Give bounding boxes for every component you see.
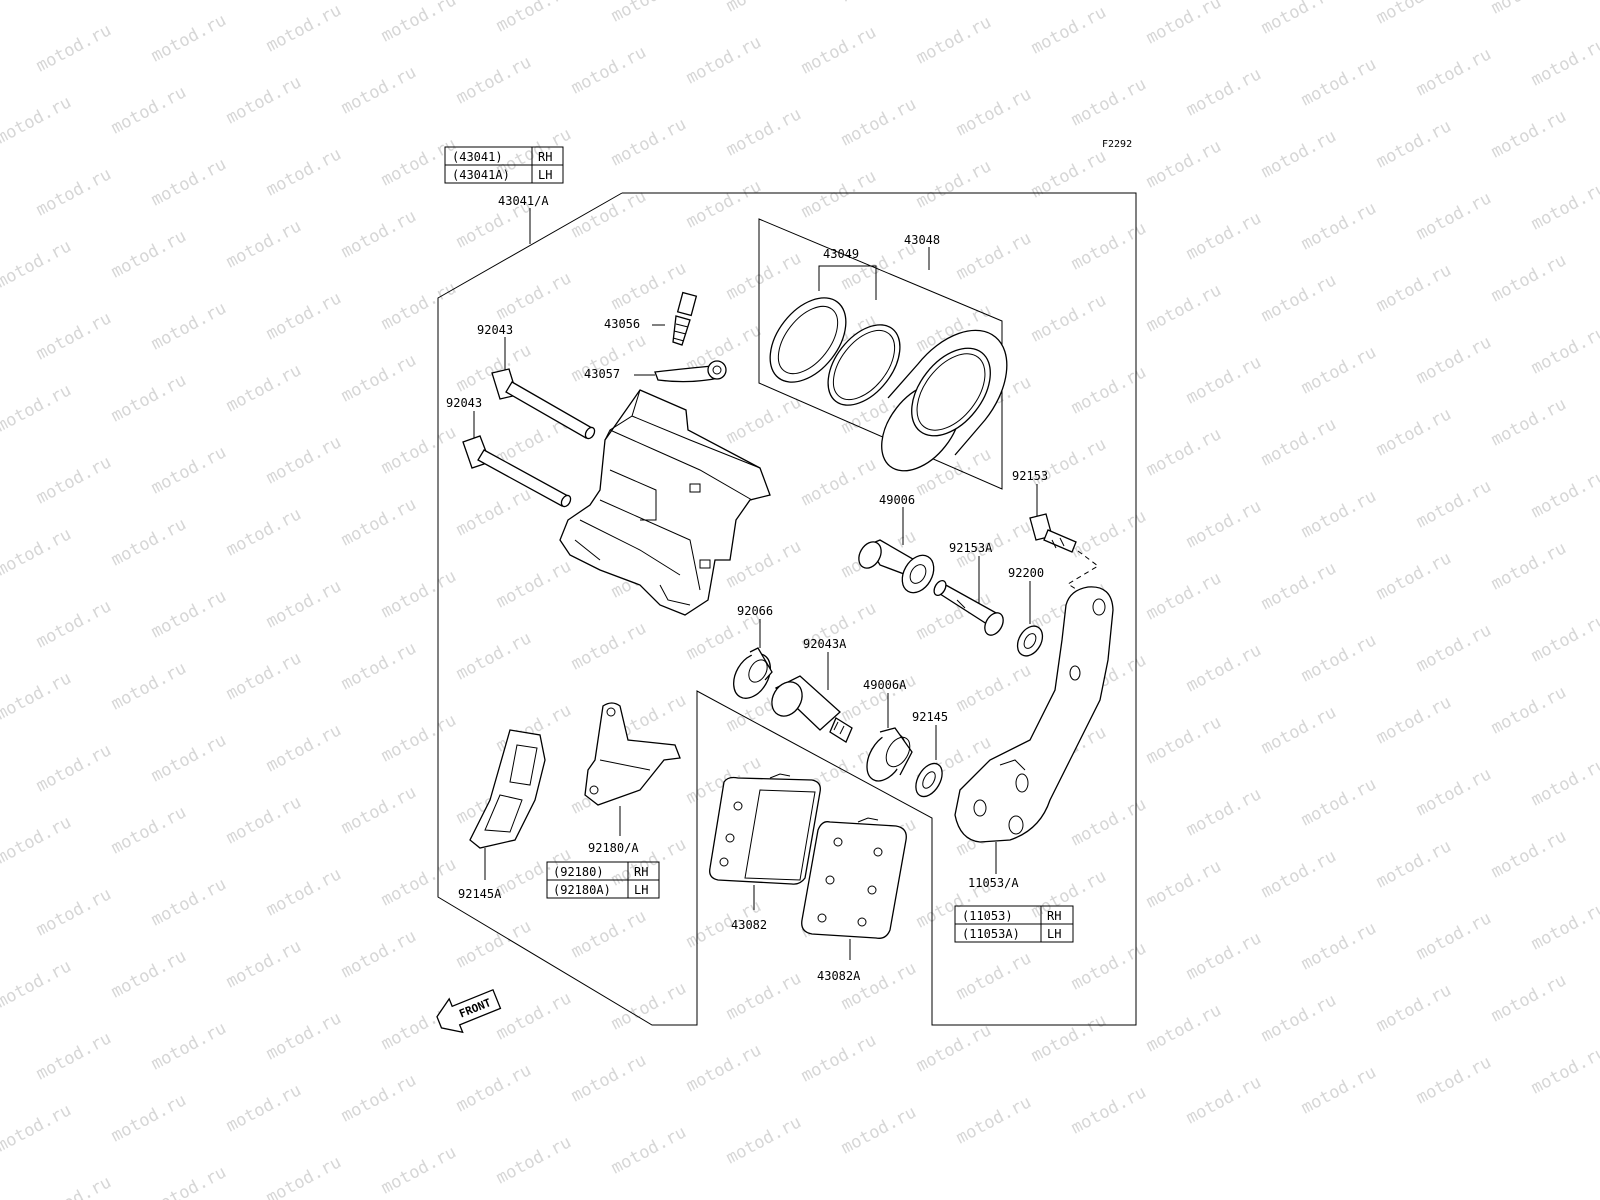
brake-pad-43082a bbox=[801, 817, 907, 939]
table-43041-code-rh: (43041) bbox=[452, 150, 503, 164]
table-92180-side-rh: RH bbox=[634, 865, 648, 879]
callout-92153a: 92153A bbox=[949, 541, 993, 555]
bracket-11053 bbox=[954, 586, 1114, 843]
boot-49006a bbox=[866, 727, 913, 782]
boot-49006 bbox=[858, 539, 935, 594]
callout-43082a: 43082A bbox=[817, 969, 861, 983]
slide-pin-upper bbox=[491, 368, 596, 440]
slide-pin-lower bbox=[462, 435, 572, 508]
callout-92180-a: 92180/A bbox=[588, 841, 639, 855]
bolt-92153 bbox=[1029, 513, 1077, 553]
piston bbox=[881, 329, 1008, 472]
table-11053-code-rh: (11053) bbox=[962, 909, 1013, 923]
callout-92153: 92153 bbox=[1012, 469, 1048, 483]
pad-spring-92180 bbox=[584, 702, 681, 806]
table-43041-side-lh: LH bbox=[538, 168, 552, 182]
callout-92043-upper: 92043 bbox=[477, 323, 513, 337]
washer-92200 bbox=[1016, 625, 1044, 657]
assembly-outline bbox=[437, 192, 1137, 1026]
table-11053-side-lh: LH bbox=[1047, 927, 1061, 941]
table-92180-side-lh: LH bbox=[634, 883, 648, 897]
callout-43057: 43057 bbox=[584, 367, 620, 381]
table-92180: (92180) RH (92180A) LH bbox=[546, 861, 660, 899]
callout-43056: 43056 bbox=[604, 317, 640, 331]
sleeve-92153a bbox=[933, 579, 1004, 636]
callout-92200: 92200 bbox=[1008, 566, 1044, 580]
bleeder-cap bbox=[654, 360, 727, 383]
callout-11053-a: 11053/A bbox=[968, 876, 1019, 890]
table-92180-code-lh: (92180A) bbox=[553, 883, 611, 897]
figure-code: F2292 bbox=[1102, 139, 1132, 150]
piston-seal-large bbox=[769, 297, 847, 383]
callout-92145a: 92145A bbox=[458, 887, 502, 901]
bleeder-valve bbox=[672, 291, 698, 346]
table-92180-code-rh: (92180) bbox=[553, 865, 604, 879]
table-11053-code-lh: (11053A) bbox=[962, 927, 1020, 941]
pad-shim-92145a bbox=[469, 729, 546, 849]
callout-49006a: 49006A bbox=[863, 678, 907, 692]
brake-pad-43082 bbox=[709, 773, 821, 885]
table-43041: (43041) RH (43041A) LH bbox=[444, 146, 564, 184]
table-11053-side-rh: RH bbox=[1047, 909, 1061, 923]
seal-kit-box bbox=[758, 218, 1003, 490]
pin-92043a bbox=[771, 675, 853, 743]
caliper-body bbox=[559, 389, 771, 616]
callout-49006: 49006 bbox=[879, 493, 915, 507]
table-11053: (11053) RH (11053A) LH bbox=[954, 905, 1074, 943]
callout-43041-a: 43041/A bbox=[498, 194, 549, 208]
callout-92043a: 92043A bbox=[803, 637, 847, 651]
callout-92145: 92145 bbox=[912, 710, 948, 724]
table-43041-code-lh: (43041A) bbox=[452, 168, 510, 182]
dust-seal-92066 bbox=[733, 647, 773, 699]
piston-seal-small bbox=[827, 324, 901, 406]
front-arrow: FRONT bbox=[436, 988, 502, 1034]
washer-92145 bbox=[915, 762, 943, 798]
callout-43049: 43049 bbox=[823, 247, 859, 261]
callout-92043-lower: 92043 bbox=[446, 396, 482, 410]
callout-43082: 43082 bbox=[731, 918, 767, 932]
table-43041-side-rh: RH bbox=[538, 150, 552, 164]
callout-92066: 92066 bbox=[737, 604, 773, 618]
callout-43048: 43048 bbox=[904, 233, 940, 247]
